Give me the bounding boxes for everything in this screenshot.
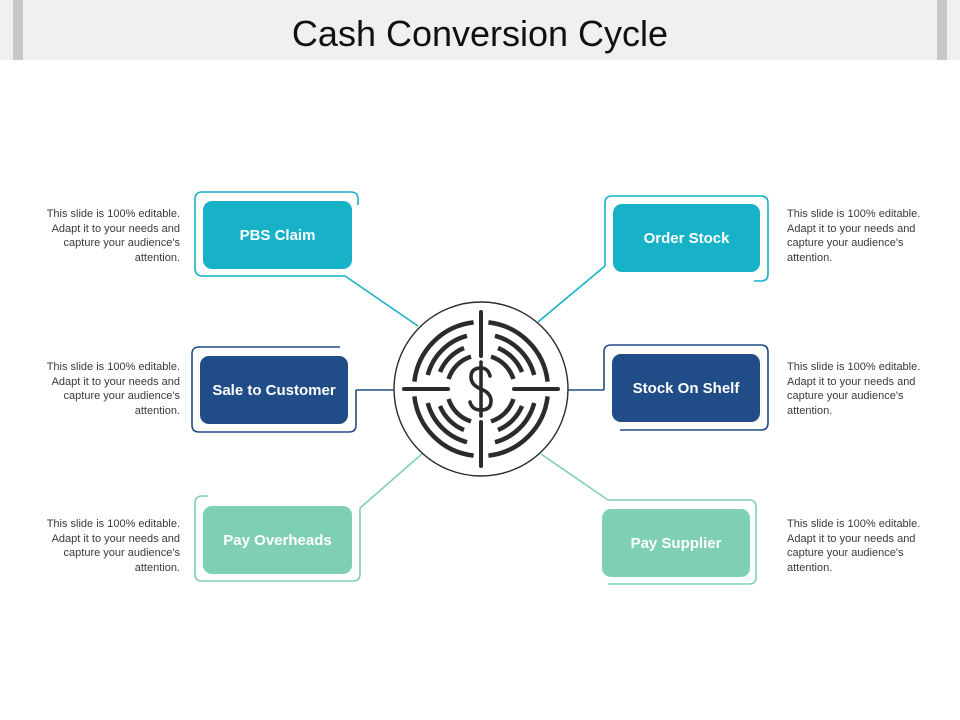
node-order-stock: Order Stock — [613, 204, 760, 272]
description-pay-overheads: This slide is 100% editable. Adapt it to… — [46, 518, 180, 574]
connector-order-stock — [537, 265, 606, 323]
bracket-sale-to-customer — [191, 346, 357, 433]
node-stock-on-shelf: Stock On Shelf — [612, 354, 760, 422]
bracket-pay-supplier — [608, 499, 757, 585]
node-sale-to-customer: Sale to Customer — [200, 356, 348, 424]
connector-pay-overheads — [359, 452, 424, 509]
page-title: Cash Conversion Cycle — [291, 13, 669, 54]
node-label: Stock On Shelf — [632, 379, 740, 397]
connector-pbs-claim — [344, 275, 419, 327]
node-pbs-claim: PBS Claim — [203, 201, 352, 269]
node-label: Sale to Customer — [212, 381, 336, 399]
dollar-target-icon — [393, 301, 569, 477]
node-label: Order Stock — [643, 229, 730, 247]
header-bar — [0, 0, 960, 60]
description-pay-supplier: This slide is 100% editable. Adapt it to… — [787, 518, 921, 574]
bracket-order-stock — [604, 195, 769, 282]
node-pay-supplier: Pay Supplier — [602, 509, 750, 577]
bracket-pay-overheads — [194, 495, 361, 582]
bracket-stock-on-shelf — [603, 344, 769, 431]
node-pay-overheads: Pay Overheads — [203, 506, 352, 574]
node-label: Pay Overheads — [223, 531, 332, 549]
connector-pay-supplier — [540, 453, 609, 501]
description-stock-on-shelf: This slide is 100% editable. Adapt it to… — [787, 361, 921, 417]
header-right-edge — [937, 0, 947, 60]
bracket-pbs-claim — [194, 191, 359, 277]
description-sale-to-customer: This slide is 100% editable. Adapt it to… — [46, 361, 180, 417]
description-order-stock: This slide is 100% editable. Adapt it to… — [787, 208, 921, 264]
header-left-edge — [13, 0, 23, 60]
node-label: PBS Claim — [239, 226, 316, 244]
node-label: Pay Supplier — [630, 534, 722, 552]
description-pbs-claim: This slide is 100% editable. Adapt it to… — [46, 208, 180, 264]
